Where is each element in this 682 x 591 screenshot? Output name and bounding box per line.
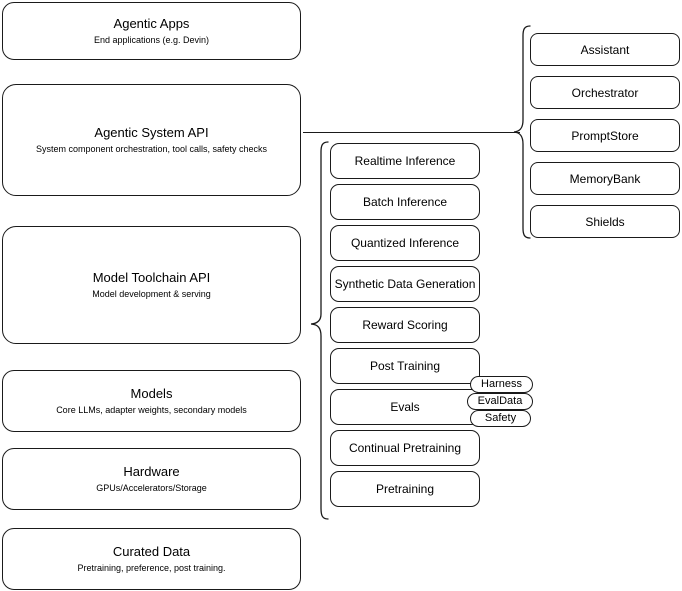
capability-box-quantized-inference[interactable]: Quantized Inference: [330, 225, 480, 261]
layer-box-agentic-apps[interactable]: Agentic Apps End applications (e.g. Devi…: [2, 2, 301, 60]
capability-label: Quantized Inference: [350, 236, 460, 250]
component-label: PromptStore: [571, 128, 639, 143]
capability-label: Batch Inference: [362, 195, 448, 209]
layer-title: Model Toolchain API: [92, 269, 211, 285]
capability-box-realtime-inference[interactable]: Realtime Inference: [330, 143, 480, 179]
capability-box-evals[interactable]: Evals: [330, 389, 480, 425]
capability-box-pretraining[interactable]: Pretraining: [330, 471, 480, 507]
layer-subtitle: Core LLMs, adapter weights, secondary mo…: [56, 404, 247, 415]
layer-title: Hardware: [123, 463, 180, 479]
layer-box-agentic-system-api[interactable]: Agentic System API System component orch…: [2, 84, 301, 196]
capability-label: Continual Pretraining: [348, 441, 462, 455]
capability-label: Synthetic Data Generation: [334, 277, 476, 291]
layer-subtitle: Model development & serving: [92, 288, 211, 299]
component-label: Assistant: [580, 42, 630, 57]
layer-box-models[interactable]: Models Core LLMs, adapter weights, secon…: [2, 370, 301, 432]
layer-subtitle: Pretraining, preference, post training.: [77, 562, 226, 573]
connector-line-agentic-system-to-components: [303, 131, 520, 133]
capability-label: Evals: [390, 400, 420, 414]
component-box-orchestrator[interactable]: Orchestrator: [530, 76, 680, 109]
component-label: Orchestrator: [571, 85, 639, 100]
capability-box-batch-inference[interactable]: Batch Inference: [330, 184, 480, 220]
evals-pill-label: Harness: [481, 378, 522, 390]
capability-box-reward-scoring[interactable]: Reward Scoring: [330, 307, 480, 343]
capability-label: Post Training: [369, 359, 441, 373]
capability-label: Reward Scoring: [362, 318, 448, 332]
evals-pill-harness[interactable]: Harness: [470, 376, 533, 393]
evals-pill-safety[interactable]: Safety: [470, 410, 531, 427]
capability-label: Realtime Inference: [354, 154, 456, 168]
component-box-promptstore[interactable]: PromptStore: [530, 119, 680, 152]
capability-label: Pretraining: [375, 482, 435, 496]
component-box-shields[interactable]: Shields: [530, 205, 680, 238]
capability-box-post-training[interactable]: Post Training: [330, 348, 480, 384]
layer-title: Models: [130, 385, 173, 401]
layer-title: Curated Data: [112, 543, 191, 559]
layer-title: Agentic System API: [94, 124, 209, 140]
layer-subtitle: GPUs/Accelerators/Storage: [96, 482, 207, 493]
evals-pill-evaldata[interactable]: EvalData: [467, 393, 533, 410]
component-label: Shields: [585, 214, 625, 229]
component-box-memorybank[interactable]: MemoryBank: [530, 162, 680, 195]
brace-agentic-components: [512, 24, 532, 240]
layer-box-hardware[interactable]: Hardware GPUs/Accelerators/Storage: [2, 448, 301, 510]
layer-box-curated-data[interactable]: Curated Data Pretraining, preference, po…: [2, 528, 301, 590]
evals-pill-label: Safety: [484, 412, 517, 424]
capability-box-synthetic-data-generation[interactable]: Synthetic Data Generation: [330, 266, 480, 302]
capability-box-continual-pretraining[interactable]: Continual Pretraining: [330, 430, 480, 466]
layer-box-model-toolchain-api[interactable]: Model Toolchain API Model development & …: [2, 226, 301, 344]
brace-toolchain-capabilities: [308, 140, 330, 522]
component-label: MemoryBank: [569, 171, 641, 186]
layer-subtitle: End applications (e.g. Devin): [93, 34, 210, 45]
component-box-assistant[interactable]: Assistant: [530, 33, 680, 66]
layer-title: Agentic Apps: [113, 15, 190, 31]
evals-pill-label: EvalData: [477, 395, 523, 407]
layer-subtitle: System component orchestration, tool cal…: [35, 143, 268, 154]
